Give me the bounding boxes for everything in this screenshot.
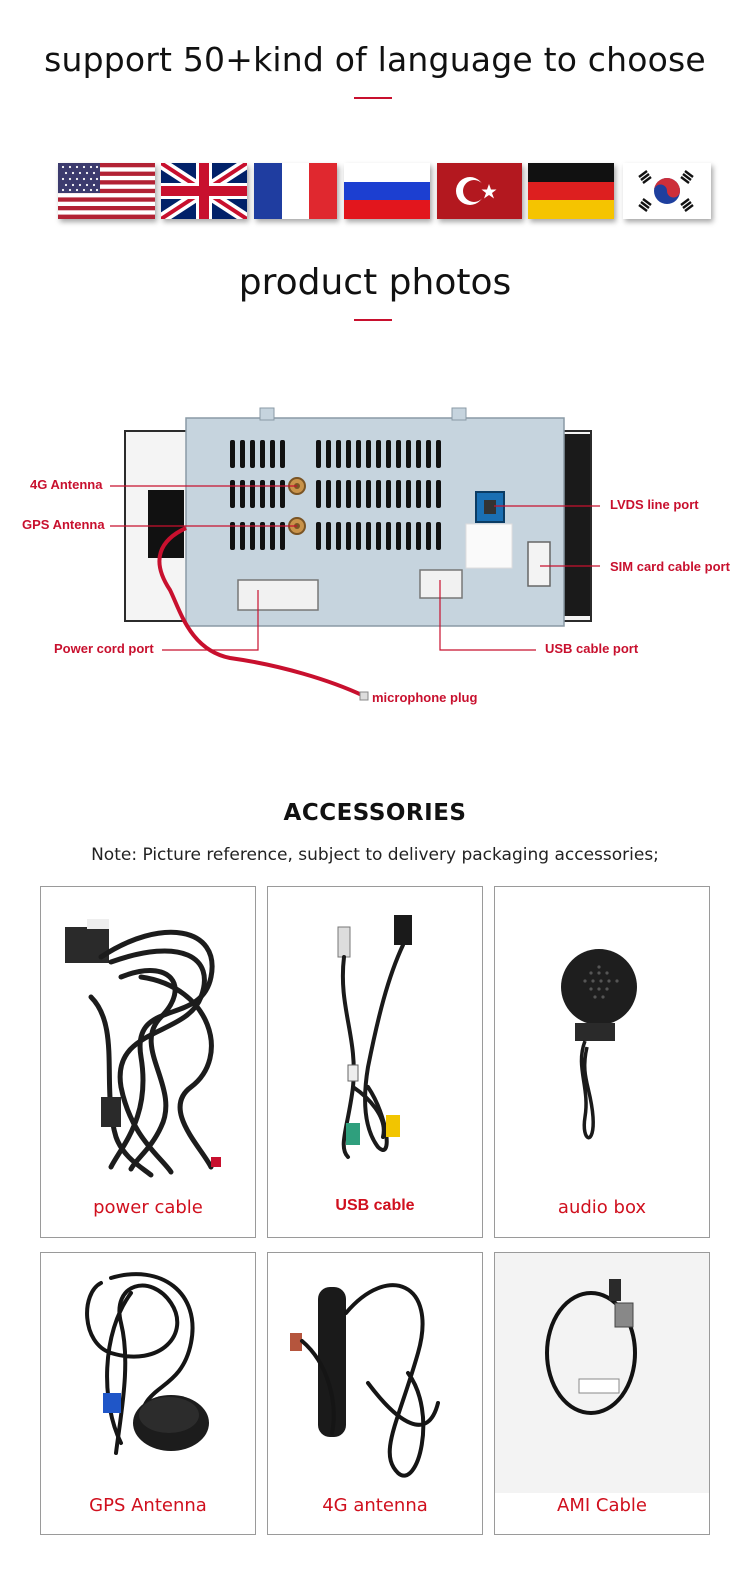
accessory-label: USB cable xyxy=(335,1197,415,1214)
4g-antenna-icon xyxy=(290,1283,440,1478)
accessories-title: ACCESSORIES xyxy=(283,800,467,826)
accessory-label: audio box xyxy=(557,1197,647,1218)
accessory-card: audio box xyxy=(494,886,710,1238)
accessory-label: GPS Antenna xyxy=(89,1495,207,1516)
callout-microphone-plug: microphone plug xyxy=(372,690,478,705)
title-underline xyxy=(354,97,392,99)
language-flags xyxy=(58,163,712,221)
accessory-card: power cable xyxy=(40,886,256,1238)
accessory-label: 4G antenna xyxy=(322,1495,428,1516)
accessories-note: Note: Picture reference, subject to deli… xyxy=(91,845,659,865)
uk-flag-icon xyxy=(161,163,247,219)
accessory-card: GPS Antenna xyxy=(40,1252,256,1535)
russia-flag-icon xyxy=(344,163,430,219)
france-flag-icon xyxy=(254,163,337,219)
germany-flag-icon xyxy=(528,163,614,219)
usa-flag-icon xyxy=(58,163,155,219)
head-unit-back-icon xyxy=(110,407,600,701)
callout-power-cord-port: Power cord port xyxy=(54,641,154,656)
accessory-card: AMI Cable xyxy=(494,1252,710,1535)
korea-flag-icon xyxy=(623,163,711,219)
power-cable-icon xyxy=(65,919,221,1178)
accessory-label: power cable xyxy=(93,1197,203,1218)
callout-4g-antenna: 4G Antenna xyxy=(30,477,103,492)
callout-lvds-port: LVDS line port xyxy=(610,497,699,512)
ami-cable-icon xyxy=(495,1253,709,1493)
product-rear-diagram: 4G Antenna GPS Antenna Power cord port m… xyxy=(0,390,750,720)
gps-antenna-icon xyxy=(85,1272,209,1455)
accessory-label: AMI Cable xyxy=(557,1495,647,1516)
accessory-card: 4G antenna xyxy=(267,1252,483,1535)
callout-usb-cable-port: USB cable port xyxy=(545,641,639,656)
photos-title: product photos xyxy=(238,262,512,303)
audio-box-icon xyxy=(561,949,637,1140)
turkey-flag-icon xyxy=(437,163,522,219)
callout-sim-card-port: SIM card cable port xyxy=(610,559,730,574)
title-underline xyxy=(354,319,392,321)
accessory-card: USB cable xyxy=(267,886,483,1238)
usb-cable-icon xyxy=(337,915,412,1159)
languages-title: support 50+kind of language to choose xyxy=(44,40,706,79)
callout-gps-antenna: GPS Antenna xyxy=(22,517,105,532)
